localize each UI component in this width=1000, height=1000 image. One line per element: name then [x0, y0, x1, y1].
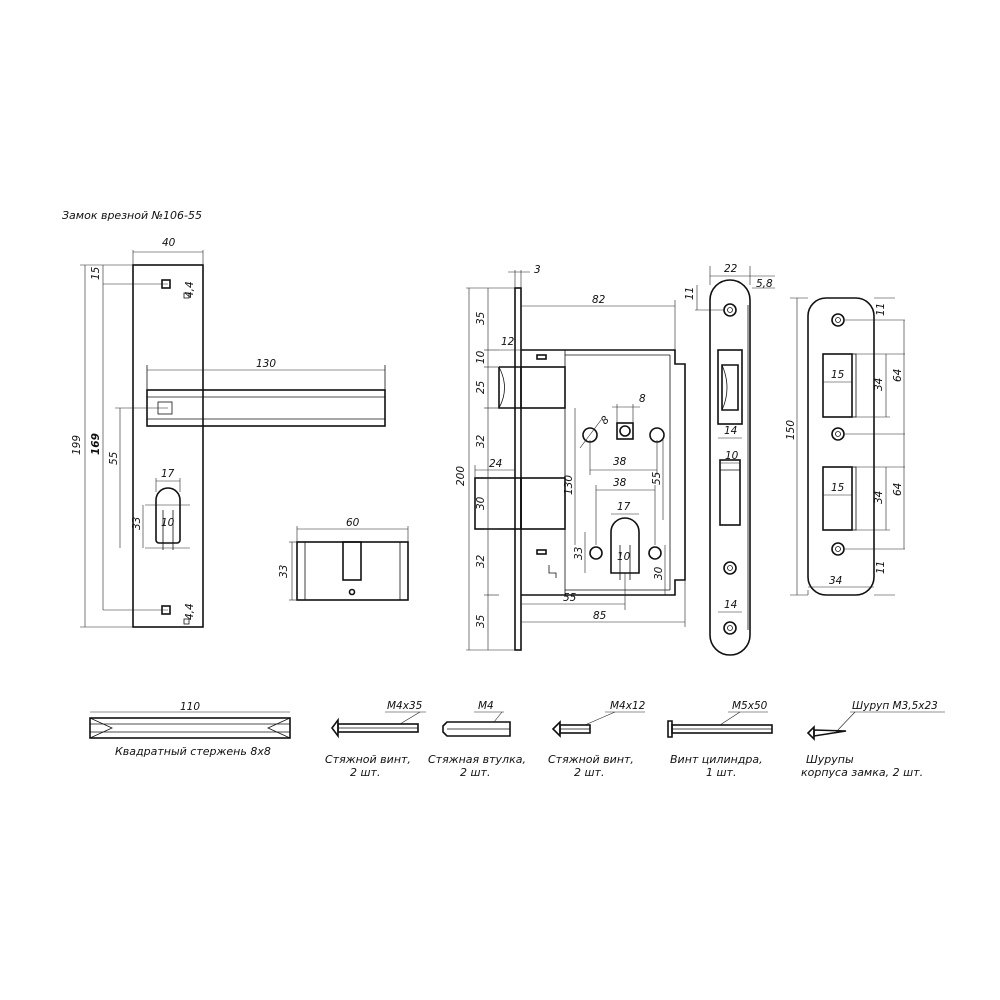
dim-strike-window-width-2: 15	[831, 482, 845, 494]
lock-body-dimensions: 3 82 200 35 10 25 32 30 32 35 12 24 130 …	[455, 264, 686, 651]
lock-body-view	[474, 270, 686, 651]
dim-square-size: 8	[639, 393, 646, 405]
dim-body-cyl-height: 33	[573, 547, 585, 560]
part-sleeve-m4: М4 Стяжная втулка, 2 шт.	[428, 700, 526, 779]
faceplate-view	[709, 279, 751, 656]
part-6-dimension: Шуруп М3,5х23	[852, 700, 938, 712]
dim-bolt-width: 24	[489, 458, 502, 470]
part-5-caption-2: 1 шт.	[706, 766, 736, 779]
dim-lock-total-height: 200	[455, 466, 467, 486]
dim-holes-spacing: 38	[613, 456, 627, 468]
drawing-title: Замок врезной №106-55	[62, 209, 202, 222]
part-screw-m5x50: М5х50 Винт цилиндра, 1 шт.	[667, 700, 773, 779]
dim-strike-window-width-1: 15	[831, 369, 845, 381]
part-2-caption-2: 2 шт.	[350, 766, 380, 779]
dim-faceplate-width: 22	[724, 263, 738, 275]
dim-bolt-window-bottom: 14	[724, 599, 737, 611]
dim-faceplate-hole-offset: 11	[684, 287, 696, 300]
dim-body-cyl-width: 17	[617, 501, 631, 513]
dim-latch-height: 25	[475, 380, 487, 394]
dim-cyl-bottom: 30	[653, 566, 665, 580]
dim-strike-window-height-1: 34	[873, 378, 885, 391]
dim-lock-depth: 82	[592, 294, 606, 306]
part-4-dimension: М4х12	[610, 700, 646, 712]
dim-lever-length: 130	[256, 358, 276, 370]
dim-lower-holes-spacing: 38	[613, 477, 627, 489]
strike-plate-dimensions: 150 11 11 34 64 34 64 15 15 34	[785, 297, 905, 596]
handle-view	[103, 264, 386, 628]
dim-strike-width: 34	[829, 575, 842, 587]
part-square-bar: 110 Квадратный стержень 8х8	[89, 701, 291, 758]
dim-backset: 55	[563, 592, 577, 604]
cylinder-view	[296, 541, 409, 601]
part-5-dimension: М5х50	[732, 700, 768, 712]
dim-hole-spacing: 169	[90, 433, 102, 455]
dim-plate-thickness: 3	[534, 264, 541, 276]
dim-body-cyl-slot: 10	[617, 551, 631, 563]
dim-bolt-height: 30	[475, 496, 487, 510]
part-2-caption-1: Стяжной винт,	[325, 753, 411, 766]
dim-bolt-window: 10	[725, 450, 739, 462]
part-screw-m4x35: М4х35 Стяжной винт, 2 шт.	[325, 700, 426, 779]
part-3-caption-1: Стяжная втулка,	[428, 753, 526, 766]
dim-handle-top: 15	[90, 266, 102, 280]
part-3-caption-2: 2 шт.	[460, 766, 490, 779]
dim-strike-height: 150	[785, 420, 797, 440]
part-6-caption-1: Шурупы	[806, 753, 854, 766]
dim-mid-gap: 32	[475, 554, 487, 568]
dim-spindle-to-hole: 55	[651, 471, 663, 485]
part-6-caption-2: корпуса замка, 2 шт.	[801, 766, 923, 779]
part-3-dimension: М4	[478, 700, 494, 712]
dim-spindle-dia: 8	[599, 414, 612, 427]
dim-cylinder-height: 33	[278, 565, 290, 578]
dim-bottom-offset: 35	[475, 614, 487, 628]
dim-handle-cyl-slot: 10	[161, 517, 175, 529]
dim-spindle-cyl: 130	[563, 475, 575, 495]
dim-strike-window-height-2: 34	[873, 491, 885, 504]
part-5-caption-1: Винт цилиндра,	[670, 753, 763, 766]
part-4-caption-2: 2 шт.	[574, 766, 604, 779]
part-1-dimension: 110	[180, 701, 200, 713]
dim-handle-cyl-height: 33	[131, 517, 143, 530]
dim-strike-top-hole: 11	[875, 303, 887, 316]
dim-handle-height: 199	[71, 435, 83, 455]
dim-latch-window: 14	[724, 425, 737, 437]
part-2-dimension: М4х35	[387, 700, 423, 712]
cylinder-dimensions: 60 33	[278, 517, 409, 601]
dim-strike-bottom-hole: 11	[875, 561, 887, 574]
part-1-caption: Квадратный стержень 8х8	[115, 745, 271, 758]
dim-strike-spacing-1: 64	[892, 369, 904, 382]
dim-cyl-offset: 55	[108, 451, 120, 465]
dim-faceplate-thickness: 5,8	[756, 278, 773, 290]
faceplate-dimensions: 22 5,8 11 14 10 14	[684, 263, 775, 613]
dim-handle-width: 40	[162, 237, 176, 249]
part-screw-m4x12: М4х12 Стяжной винт, 2 шт.	[548, 700, 646, 779]
dim-upper-gap: 32	[475, 434, 487, 448]
dim-latch-width: 12	[501, 336, 515, 348]
dim-latch-offset: 10	[475, 350, 487, 364]
dim-handle-cyl-width: 17	[161, 468, 175, 480]
part-4-caption-1: Стяжной винт,	[548, 753, 634, 766]
strike-plate-view	[807, 297, 875, 596]
dim-lock-top-offset: 35	[475, 311, 487, 325]
dim-hole-bottom: 4,4	[184, 603, 196, 620]
dim-body-depth: 85	[593, 610, 607, 622]
part-wood-screw: Шуруп М3,5х23 Шурупы корпуса замка, 2 шт…	[801, 700, 945, 779]
handle-dimensions: 40 199 15 169 55 33 4,4 4,4 130 17 10	[71, 237, 385, 628]
dim-hole-top: 4,4	[184, 281, 196, 298]
dim-cylinder-length: 60	[346, 517, 360, 529]
dim-strike-spacing-2: 64	[892, 483, 904, 496]
